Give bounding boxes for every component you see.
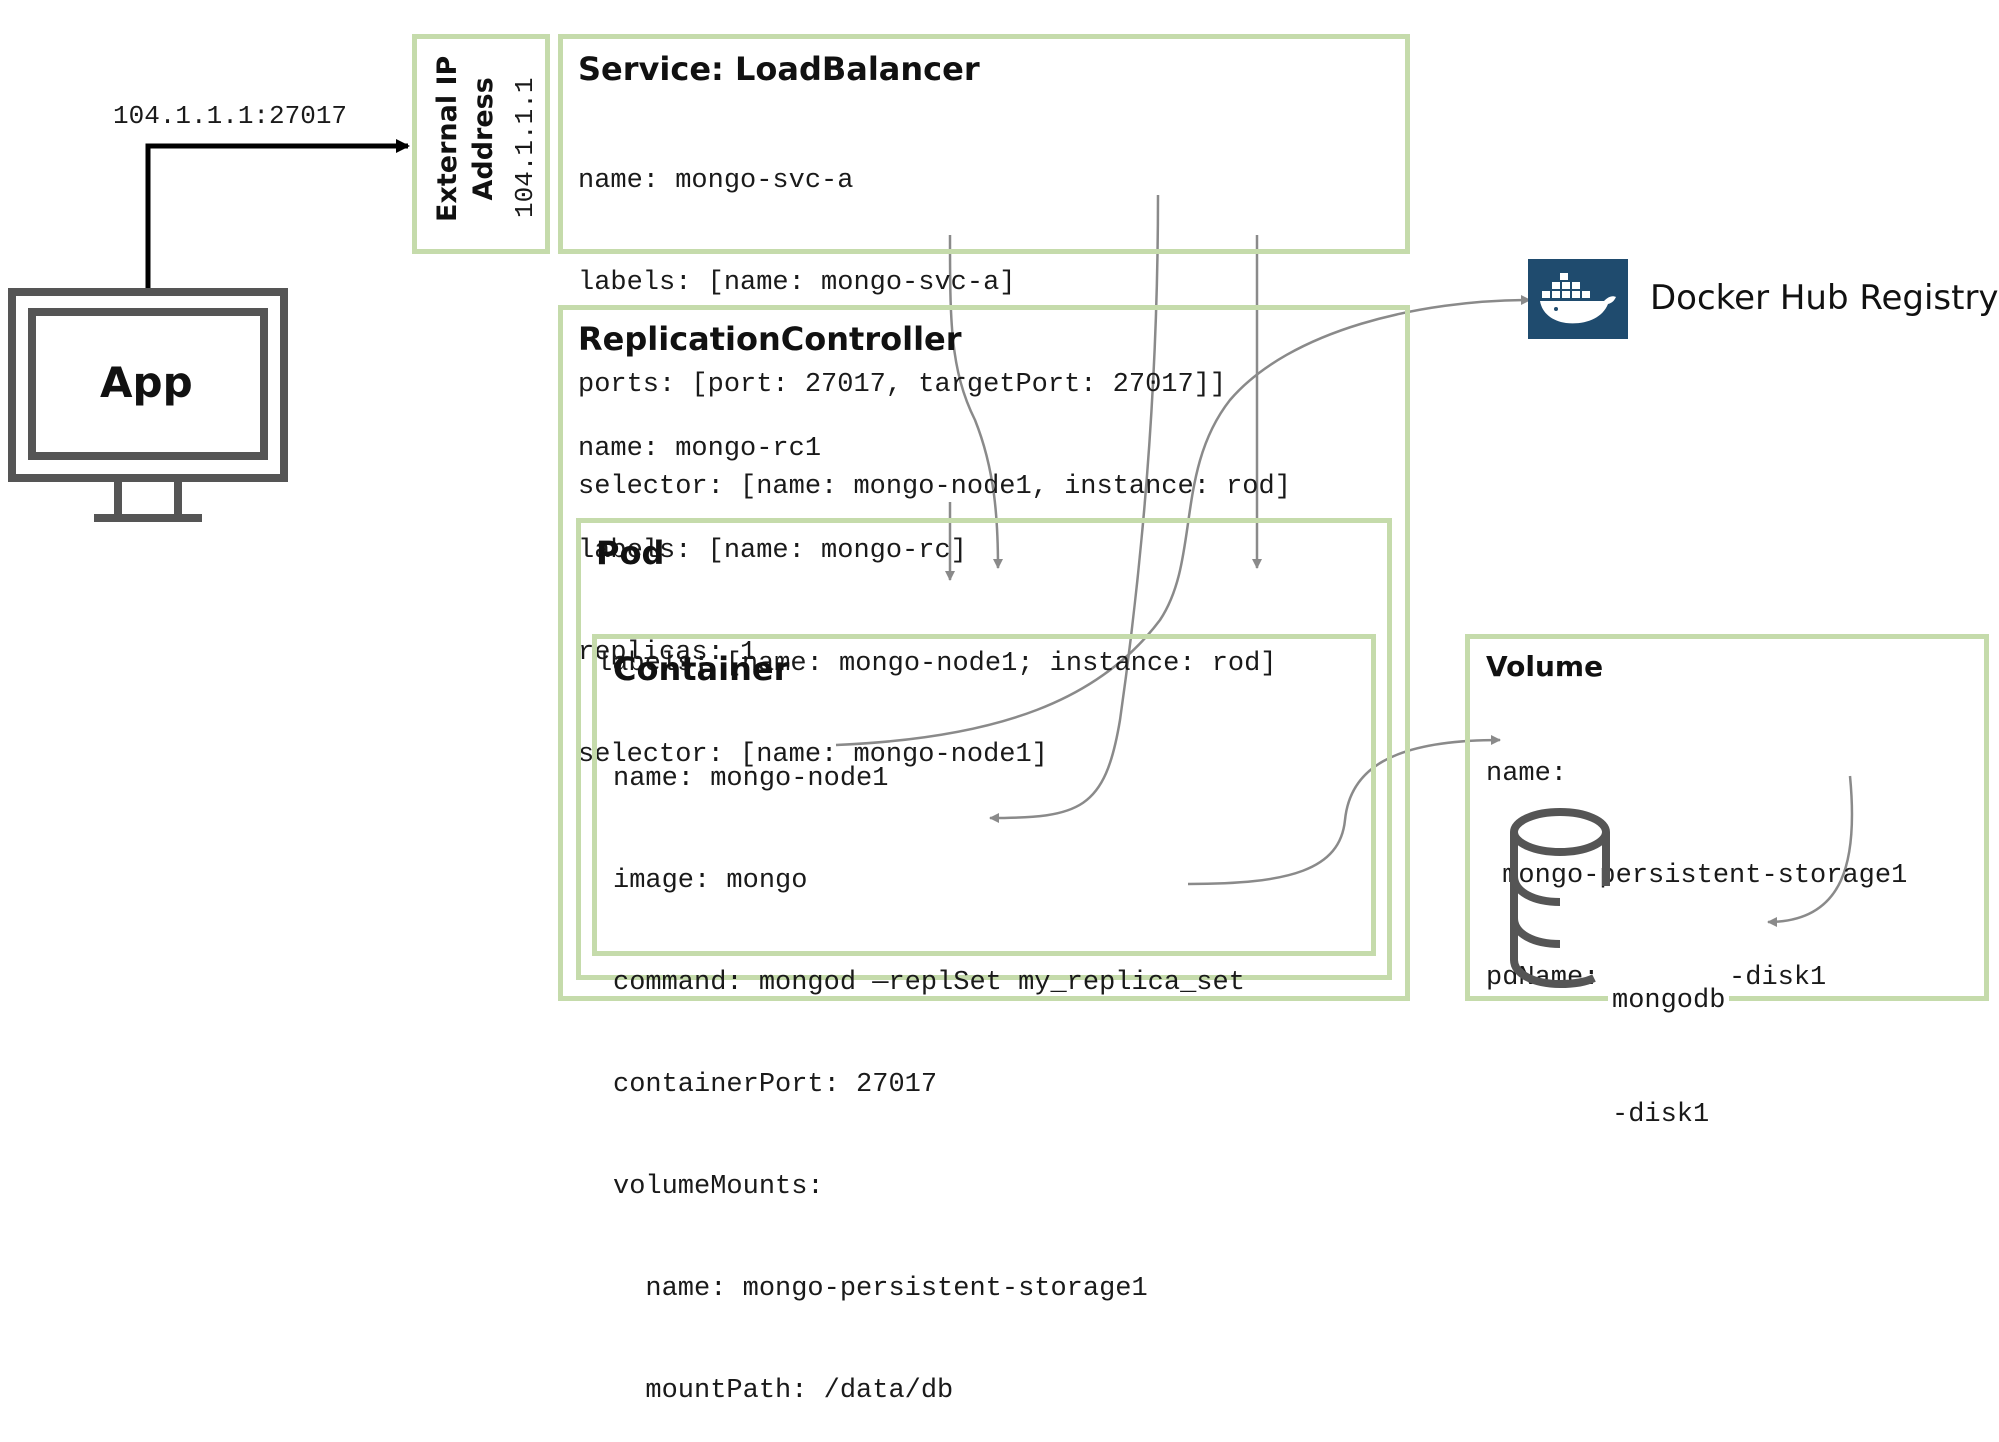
container-box bbox=[592, 634, 1376, 956]
external-ip-value: 104.1.1.1 bbox=[510, 77, 540, 218]
rc-line: replicas: 1 bbox=[578, 638, 757, 668]
container-line: name: mongo-persistent-storage1 bbox=[613, 1274, 1148, 1304]
docker-whale-icon bbox=[1528, 259, 1628, 339]
service-line: selector: [name: mongo-node1, instance: … bbox=[578, 472, 1291, 502]
rc-line: labels: [name: mongo-rc] bbox=[578, 536, 967, 566]
disk-label: mongodb -disk1 bbox=[1608, 904, 1730, 1174]
container-line: containerPort: 27017 bbox=[613, 1070, 938, 1100]
volume-line: name: bbox=[1486, 759, 1568, 789]
external-ip-title: External IP Address bbox=[430, 56, 502, 222]
service-box bbox=[558, 34, 1410, 254]
service-line: name: mongo-svc-a bbox=[578, 166, 854, 196]
container-line: image: mongo bbox=[613, 866, 808, 896]
service-spec: name: mongo-svc-a labels: [name: mongo-s… bbox=[578, 96, 1291, 538]
pod-box bbox=[576, 518, 1392, 980]
volume-title: Volume bbox=[1486, 650, 1604, 683]
app-connection-arrow bbox=[145, 139, 410, 293]
container-line: name: mongo-node1 bbox=[613, 764, 889, 794]
rc-title: ReplicationController bbox=[578, 320, 962, 358]
monitor-icon bbox=[8, 288, 288, 522]
pod-line: labels: [name: mongo-node1; instance: ro… bbox=[596, 649, 1277, 679]
service-line: labels: [name: mongo-svc-a] bbox=[578, 268, 1016, 298]
disk-label-line1: mongodb bbox=[1612, 986, 1726, 1016]
rc-line: selector: [name: mongo-node1] bbox=[578, 740, 1048, 770]
pd-name-arrow bbox=[1767, 775, 1854, 927]
database-icon bbox=[1510, 808, 1610, 989]
container-spec: name: mongo-node1 image: mongo command: … bbox=[613, 694, 1245, 1442]
rc-spec: name: mongo-rc1 labels: [name: mongo-rc]… bbox=[578, 364, 1048, 806]
pod-spec: labels: [name: mongo-node1; instance: ro… bbox=[596, 579, 1277, 715]
service-title: Service: LoadBalancer bbox=[578, 50, 980, 88]
volume-mount-arrow bbox=[1187, 735, 1501, 886]
external-ip-box bbox=[412, 34, 550, 254]
target-port-arrow bbox=[989, 194, 1160, 823]
external-ip-title-line2: Address bbox=[468, 77, 499, 201]
replication-controller-box bbox=[558, 305, 1410, 1001]
container-line: volumeMounts: bbox=[613, 1172, 824, 1202]
registry-label: Docker Hub Registry bbox=[1650, 278, 1999, 318]
rc-line: name: mongo-rc1 bbox=[578, 434, 822, 464]
connection-label: 104.1.1.1:27017 bbox=[113, 101, 348, 131]
disk-label-line2: -disk1 bbox=[1612, 1100, 1710, 1130]
app-label: App bbox=[100, 358, 193, 407]
container-title: Container bbox=[613, 650, 790, 688]
external-ip-title-line1: External IP bbox=[432, 55, 463, 222]
service-line: ports: [port: 27017, targetPort: 27017]] bbox=[578, 370, 1227, 400]
volume-line: mongo-persistent-storage1 bbox=[1486, 861, 1908, 891]
container-line: mountPath: /data/db bbox=[613, 1376, 954, 1406]
pod-title: Pod bbox=[596, 534, 665, 572]
container-line: command: mongod —replSet my_replica_set bbox=[613, 968, 1245, 998]
